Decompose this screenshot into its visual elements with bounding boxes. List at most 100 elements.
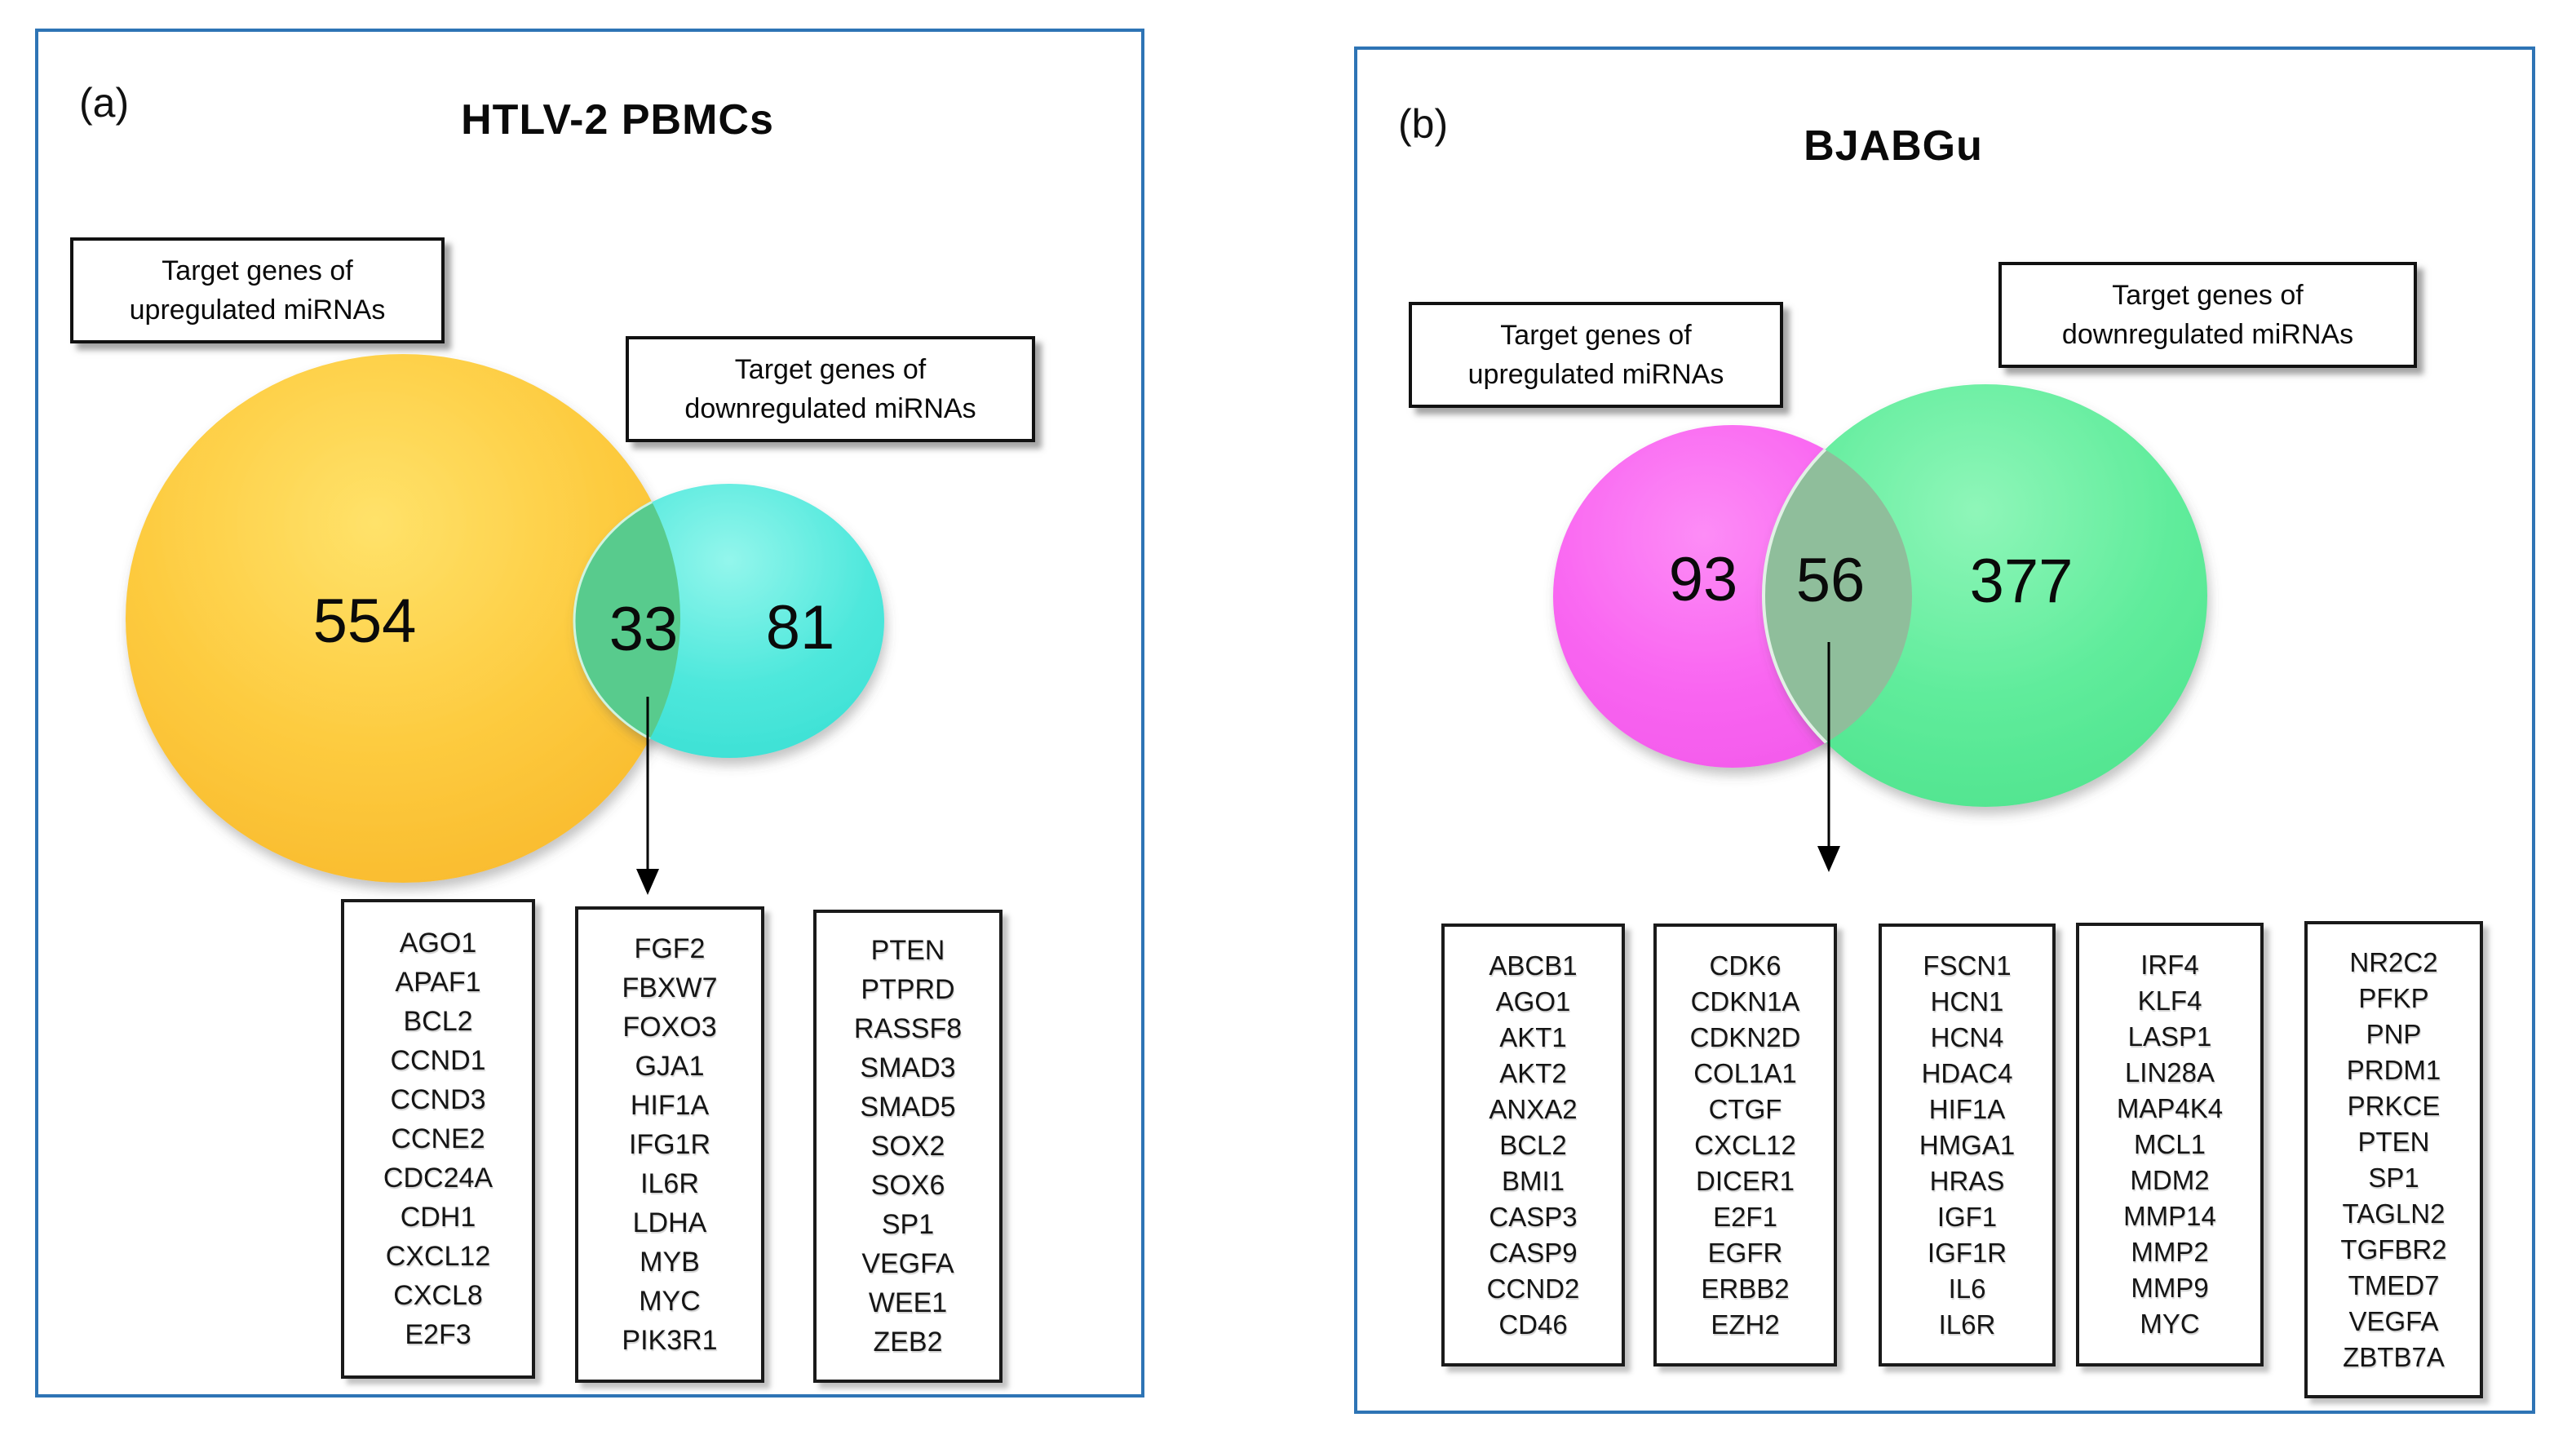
- gene-name: NR2C2: [2349, 946, 2438, 977]
- gene-name: PRDM1: [2346, 1054, 2441, 1085]
- gene-name: MMP14: [2123, 1201, 2216, 1231]
- gene-name: CCND2: [1486, 1273, 1580, 1304]
- gene-name: CASP3: [1489, 1201, 1578, 1232]
- gene-name: CDKN1A: [1690, 986, 1800, 1017]
- gene-name: E2F1: [1713, 1201, 1777, 1232]
- gene-name: BMI1: [1501, 1165, 1565, 1196]
- gene-name: MCL1: [2133, 1129, 2206, 1159]
- gene-name: ZEB2: [873, 1327, 943, 1358]
- gene-name: FGF2: [634, 933, 706, 964]
- gene-name: HIF1A: [630, 1090, 710, 1121]
- overlap-count: 33: [609, 595, 679, 664]
- gene-name: CASP9: [1489, 1237, 1578, 1268]
- gene-name: CDH1: [400, 1202, 476, 1233]
- venn-diagram-a: 554 33 81: [126, 354, 884, 895]
- gene-name: SMAD3: [860, 1052, 956, 1083]
- intersection-arrow: [1817, 642, 1840, 872]
- gene-name: TGFBR2: [2340, 1234, 2447, 1265]
- gene-name: PTEN: [870, 935, 945, 966]
- gene-name: COL1A1: [1693, 1057, 1797, 1088]
- gene-name: HRAS: [1929, 1165, 2005, 1196]
- panel-a-title: HTLV-2 PBMCs: [461, 96, 774, 144]
- overlap-count: 56: [1796, 546, 1866, 615]
- gene-name: CDC24A: [383, 1163, 494, 1194]
- gene-name: PRKCE: [2347, 1090, 2441, 1121]
- gene-name: PTEN: [2357, 1126, 2430, 1157]
- left-set-count: 93: [1669, 545, 1738, 614]
- gene-name: HDAC4: [1921, 1057, 2013, 1088]
- gene-name: CXCL12: [385, 1241, 491, 1272]
- gene-name: ERBB2: [1701, 1273, 1790, 1304]
- gene-name: CCNE2: [391, 1123, 485, 1154]
- upregulated-set-circle: [126, 354, 680, 883]
- gene-name: VEGFA: [2348, 1305, 2439, 1336]
- gene-name: MYC: [2140, 1309, 2200, 1339]
- gene-name: CXCL8: [393, 1280, 483, 1311]
- gene-name: PFKP: [2358, 982, 2429, 1013]
- gene-name: CDKN2D: [1689, 1021, 1801, 1052]
- gene-name: CCND3: [390, 1084, 486, 1115]
- panel-b-downregulated-label-box: Target genes of downregulated miRNAs: [1998, 262, 2417, 368]
- intersection-region: [573, 482, 680, 760]
- label-line: Target genes of: [2112, 280, 2304, 311]
- gene-name: MYB: [640, 1247, 700, 1278]
- left-set-count: 554: [313, 587, 417, 656]
- gene-name: IRF4: [2140, 950, 2199, 980]
- gene-name: DICER1: [1695, 1165, 1795, 1196]
- gene-name: HCN4: [1930, 1021, 2004, 1052]
- gene-name: MDM2: [2130, 1165, 2210, 1195]
- panel-b-letter: (b): [1398, 101, 1449, 147]
- gene-name: BCL2: [403, 1006, 473, 1037]
- label-line: Target genes of: [162, 255, 353, 286]
- gene-name: IGF1: [1936, 1201, 1998, 1232]
- gene-name: CD46: [1498, 1309, 1568, 1340]
- gene-name: TMED7: [2348, 1269, 2440, 1300]
- label-line: upregulated miRNAs: [1467, 359, 1724, 390]
- gene-name: PIK3R1: [622, 1325, 718, 1356]
- gene-name: MYC: [639, 1286, 701, 1317]
- gene-name: APAF1: [395, 967, 481, 998]
- gene-name: WEE1: [868, 1287, 948, 1318]
- gene-name: IFG1R: [628, 1129, 711, 1160]
- right-set-count: 81: [766, 593, 835, 662]
- gene-name: CTGF: [1708, 1093, 1782, 1124]
- gene-name: AGO1: [1495, 986, 1571, 1017]
- label-line: downregulated miRNAs: [684, 393, 976, 424]
- gene-name: GJA1: [635, 1051, 705, 1082]
- panel-a-downregulated-label-box: Target genes of downregulated miRNAs: [626, 336, 1035, 442]
- gene-name: HCN1: [1930, 986, 2004, 1017]
- gene-name: LASP1: [2127, 1021, 2212, 1052]
- gene-name: TAGLN2: [2342, 1198, 2445, 1229]
- gene-name: SOX6: [870, 1170, 945, 1201]
- gene-name: EGFR: [1707, 1237, 1783, 1268]
- gene-name: IGF1R: [1927, 1237, 2007, 1268]
- gene-name: IL6R: [640, 1168, 699, 1199]
- gene-name: HMGA1: [1919, 1129, 2016, 1160]
- label-line: upregulated miRNAs: [129, 295, 386, 326]
- gene-name: CXCL12: [1694, 1129, 1796, 1160]
- gene-name: SOX2: [870, 1131, 945, 1162]
- label-line: Target genes of: [734, 354, 927, 385]
- venn-diagram-b: 93 56 377: [1553, 384, 2207, 872]
- gene-name: HIF1A: [1928, 1093, 2006, 1124]
- gene-name: ANXA2: [1489, 1093, 1578, 1124]
- gene-name: FOXO3: [622, 1012, 717, 1043]
- gene-name: AGO1: [399, 928, 477, 959]
- gene-name: ZBTB7A: [2343, 1341, 2445, 1372]
- gene-name: MMP2: [2131, 1237, 2209, 1267]
- gene-name: SP1: [881, 1209, 935, 1240]
- gene-name: FSCN1: [1923, 950, 2012, 981]
- label-line: downregulated miRNAs: [2061, 319, 2354, 350]
- gene-name: BCL2: [1499, 1129, 1567, 1160]
- panel-a-upregulated-label-box: Target genes of upregulated miRNAs: [70, 237, 445, 343]
- gene-name: SMAD5: [860, 1092, 956, 1123]
